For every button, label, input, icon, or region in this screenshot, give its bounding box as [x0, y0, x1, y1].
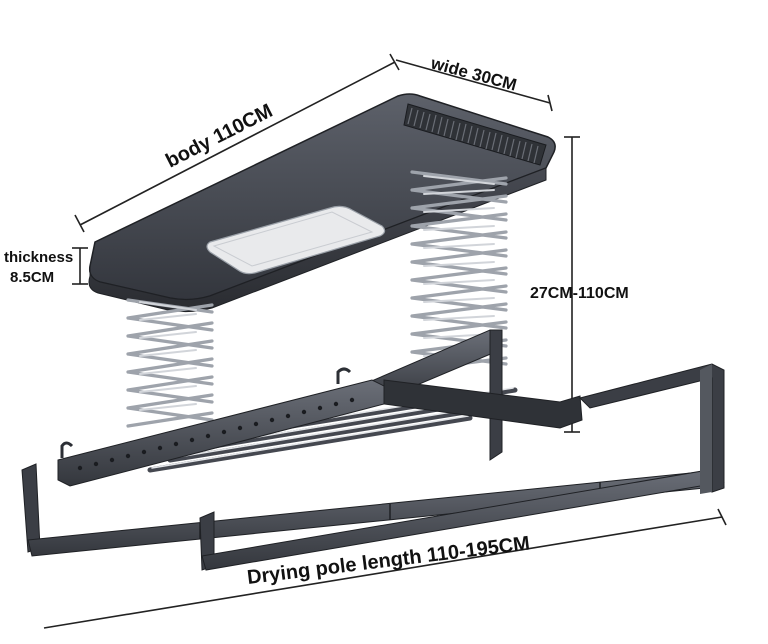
thickness-value-label: 8.5CM: [10, 269, 54, 286]
width-label: wide 30CM: [428, 53, 519, 94]
dimension-lines: [43, 53, 727, 629]
scissor-arm-right: [410, 170, 508, 372]
vent-slots-icon: [407, 107, 539, 164]
rail-holes-icon: [77, 397, 355, 471]
lamp-panel: [206, 205, 386, 275]
drying-poles: [21, 363, 725, 571]
body-length-label: body 110CM: [162, 100, 276, 173]
hanging-rack: [57, 329, 583, 487]
height-range-label: 27CM-110CM: [530, 285, 629, 302]
ceiling-body: [88, 93, 556, 313]
thickness-label: thickness: [4, 249, 73, 266]
scissor-arm-left: [126, 298, 214, 428]
